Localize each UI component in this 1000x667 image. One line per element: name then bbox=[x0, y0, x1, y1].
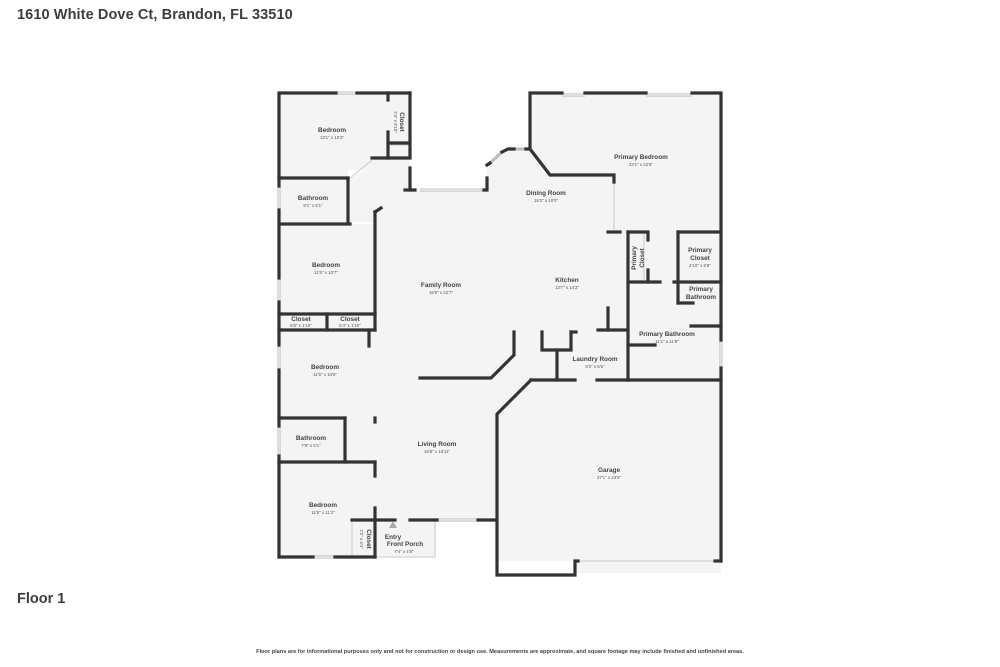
room-label-bedroom-3: Bedroom bbox=[311, 364, 339, 371]
room-dims-bedroom-2: 11'5" x 10'7" bbox=[314, 270, 338, 275]
room-label-closet-1: Closet bbox=[398, 112, 405, 132]
room-dims-primary-bedroom: 23'1" x 22'8" bbox=[629, 162, 654, 167]
room-label-primary-closet-1b: Closet bbox=[639, 247, 646, 267]
room-label-garage: Garage bbox=[598, 467, 620, 474]
page-title: 1610 White Dove Ct, Brandon, FL 33510 bbox=[17, 7, 293, 23]
room-label-closet-4: Closet bbox=[365, 529, 372, 549]
room-dims-bathroom-2: 7'8" x 5'1" bbox=[301, 443, 321, 448]
walls bbox=[277, 91, 723, 577]
room-dims-kitchen: 13'7" x 14'3" bbox=[555, 285, 580, 290]
room-dims-bedroom-3: 11'5" x 10'6" bbox=[313, 372, 337, 377]
room-label-primary-bedroom: Primary Bedroom bbox=[614, 154, 668, 161]
room-label-primary-bathroom: Primary Bathroom bbox=[639, 331, 695, 338]
disclaimer: Floor plans are for informational purpos… bbox=[256, 649, 744, 655]
room-label-kitchen: Kitchen bbox=[555, 277, 579, 284]
room-dims-closet-4: 2'2" x 4'4" bbox=[359, 529, 364, 549]
room-dims-closet-2: 5'8" x 1'10" bbox=[290, 323, 312, 328]
floor-fill bbox=[279, 93, 721, 573]
room-dims-closet-3: 5'4" x 1'10" bbox=[339, 323, 361, 328]
room-label-dining-room: Dining Room bbox=[526, 190, 566, 197]
room-dims-primary-bathroom: 11'1" x 11'8" bbox=[655, 339, 679, 344]
room-dims-garage: 27'1" x 23'5" bbox=[597, 475, 622, 480]
room-label-entry: Entry bbox=[385, 534, 402, 541]
room-dims-laundry-room: 8'3" x 5'5" bbox=[585, 364, 605, 369]
room-dims-bedroom-4: 11'5" x 11'2" bbox=[311, 510, 335, 515]
room-label-front-porch: Front Porch bbox=[387, 541, 423, 548]
entry-arrow-icon bbox=[389, 521, 397, 528]
windows bbox=[277, 91, 723, 559]
room-label-bathroom-2: Bathroom bbox=[296, 435, 326, 442]
room-dims-closet-1: 2'4" x 5'10" bbox=[393, 111, 398, 133]
room-label-primary-closet-2a: Primary bbox=[688, 247, 712, 254]
floor-label: Floor 1 bbox=[17, 591, 66, 607]
room-label-closet-2: Closet bbox=[291, 316, 311, 323]
room-label-bedroom-1: Bedroom bbox=[318, 127, 346, 134]
room-dims-family-room: 16'9" x 22'7" bbox=[429, 290, 454, 295]
room-label-bathroom-1: Bathroom bbox=[298, 195, 328, 202]
room-dims-living-room: 16'8" x 16'11" bbox=[424, 449, 451, 454]
room-label-family-room: Family Room bbox=[421, 282, 461, 289]
room-dims-front-porch: 7'4" x 4'5" bbox=[394, 549, 414, 554]
room-label-laundry-room: Laundry Room bbox=[572, 356, 617, 363]
room-label-bedroom-4: Bedroom bbox=[309, 502, 337, 509]
room-label-primary-closet-1: Primary bbox=[631, 246, 638, 270]
room-dims-primary-closet-2: 4'10" x 5'9" bbox=[689, 263, 711, 268]
room-dims-bathroom-1: 8'1" x 5'1" bbox=[303, 203, 323, 208]
room-dims-dining-room: 15'3" x 10'0" bbox=[534, 198, 559, 203]
room-label-living-room: Living Room bbox=[418, 441, 457, 448]
room-label-primary-bathroom-small-a: Primary bbox=[689, 286, 713, 293]
room-label-primary-bathroom-small-b: Bathroom bbox=[686, 294, 716, 301]
room-dims-bedroom-1: 13'1" x 10'3" bbox=[320, 135, 345, 140]
room-label-bedroom-2: Bedroom bbox=[312, 262, 340, 269]
room-label-closet-3: Closet bbox=[340, 316, 360, 323]
room-labels: Bedroom 13'1" x 10'3" Closet 2'4" x 5'10… bbox=[290, 111, 716, 554]
room-label-primary-closet-2b: Closet bbox=[690, 255, 710, 262]
